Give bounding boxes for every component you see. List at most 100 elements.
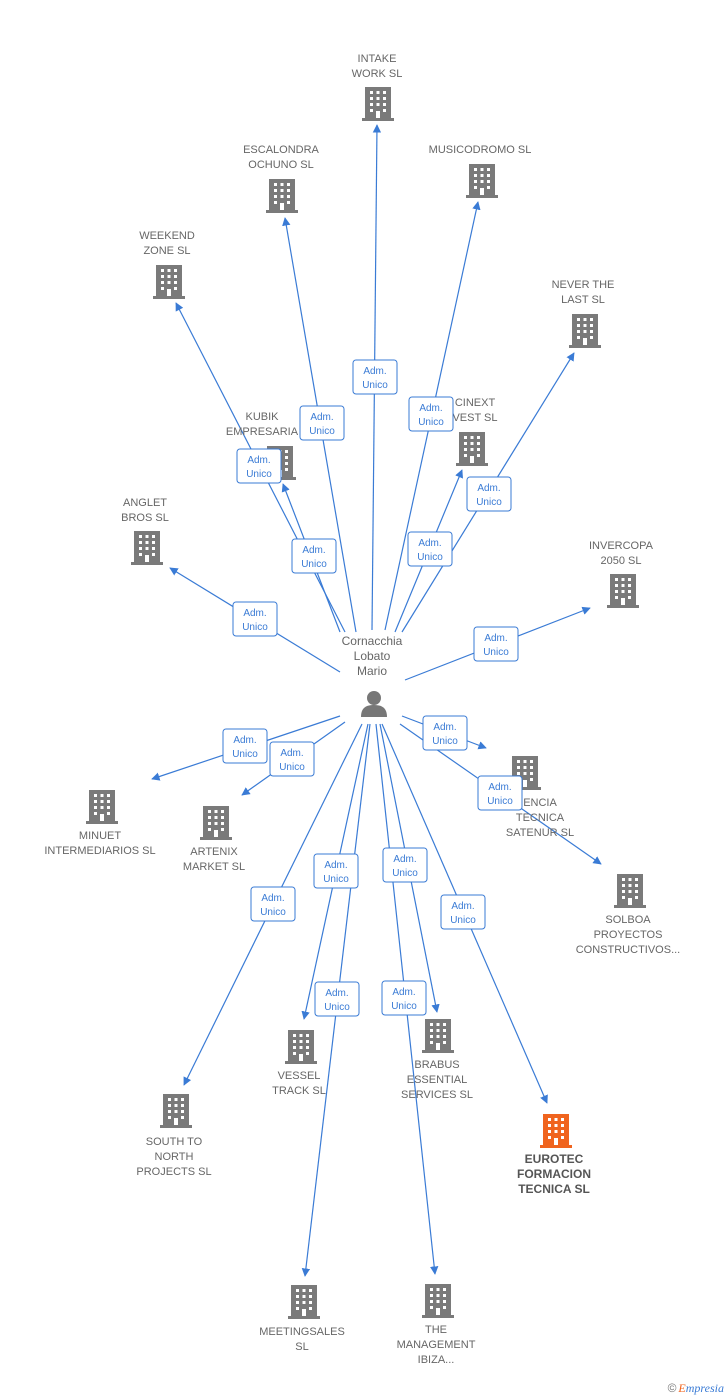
role-label-line2: Unico (232, 749, 258, 760)
role-label-line2: Unico (450, 915, 476, 926)
company-name-line: SOUTH TO (146, 1136, 203, 1148)
company-name-line: MUSICODROMO SL (429, 144, 532, 156)
company-name-line: NEVER THE (552, 279, 615, 291)
brand-letter: E (678, 1381, 686, 1395)
role-label-line2: Unico (279, 762, 305, 773)
role-label-minuet-intermediarios[interactable]: Adm. Unico (222, 728, 268, 764)
role-label-vessel-track[interactable]: Adm. Unico (313, 853, 359, 889)
role-label-line1: Adm. (433, 722, 456, 733)
role-label-anglet-bros[interactable]: Adm. Unico (232, 601, 278, 637)
company-name-line: BROS SL (121, 512, 169, 524)
company-name-line: SATENUR SL (506, 827, 574, 839)
role-label-line1: Adm. (392, 987, 415, 998)
role-label-box (473, 626, 519, 662)
role-label-line1: Adm. (325, 988, 348, 999)
role-label-weekend-zone[interactable]: Adm.Unico (236, 448, 282, 484)
company-name-line: PROYECTOS (594, 929, 663, 941)
person-name-line: Lobato (354, 649, 391, 663)
role-label-intake-work[interactable]: Adm.Unico (352, 359, 398, 395)
role-label-box (440, 894, 486, 930)
role-label-meetingsales[interactable]: Adm.Unico (314, 981, 360, 1017)
role-label-line1: Adm. (324, 860, 347, 871)
role-label-line1: Adm. (419, 403, 442, 414)
company-name-line: OCHUNO SL (248, 159, 313, 171)
company-node-musicodromo[interactable]: MUSICODROMO SL (429, 144, 532, 198)
company-name-line: MARKET SL (183, 861, 245, 873)
role-label-asistencia-tecnica-satenur[interactable]: Adm.Unico (422, 715, 468, 751)
company-name-line: IBIZA... (418, 1354, 455, 1366)
role-label-the-management-ibiza[interactable]: Adm.Unico (381, 980, 427, 1016)
company-node-solboa-proyectos[interactable]: SOLBOAPROYECTOSCONSTRUCTIVOS... (576, 874, 681, 956)
role-label-never-the-last[interactable]: Adm.Unico (466, 476, 512, 512)
role-label-line1: Adm. (477, 483, 500, 494)
company-name-line: SOLBOA (605, 914, 651, 926)
role-label-box (250, 886, 296, 922)
role-label-line1: Adm. (280, 748, 303, 759)
building-icon (540, 1114, 572, 1148)
role-label-line2: Unico (260, 907, 286, 918)
role-label-box (313, 853, 359, 889)
role-label-line2: Unico (242, 622, 268, 633)
role-label-line2: Unico (362, 380, 388, 391)
building-icon (200, 806, 232, 840)
building-icon (288, 1285, 320, 1319)
role-label-box (314, 981, 360, 1017)
role-label-line2: Unico (246, 469, 272, 480)
company-node-the-management-ibiza[interactable]: THEMANAGEMENTIBIZA... (397, 1284, 476, 1366)
role-label-line2: Unico (392, 868, 418, 879)
role-label-escalondra-ochuno[interactable]: Adm.Unico (299, 405, 345, 441)
role-label-line1: Adm. (393, 854, 416, 865)
role-label-south-to-north[interactable]: Adm.Unico (250, 886, 296, 922)
role-label-line2: Unico (323, 874, 349, 885)
role-label-box (466, 476, 512, 512)
role-label-solboa-proyectos[interactable]: Adm.Unico (477, 775, 523, 811)
empresia-brand[interactable]: ©Empresia (668, 1381, 724, 1396)
role-label-box (407, 531, 453, 567)
company-name-line: INTAKE (358, 53, 397, 65)
role-label-cinext-invest[interactable]: Adm. Unico (407, 531, 453, 567)
role-label-line1: Adm. (243, 608, 266, 619)
building-icon (569, 314, 601, 348)
role-label-brabus-essential[interactable]: Adm. Unico (382, 847, 428, 883)
company-name-line: ENCIA (523, 797, 557, 809)
company-name-line: 2050 SL (601, 555, 642, 567)
company-name-line: MEETINGSALES (259, 1326, 345, 1338)
building-icon (266, 179, 298, 213)
company-node-vessel-track[interactable]: VESSEL TRACK SL (272, 1030, 326, 1097)
role-label-artenix-market[interactable]: Adm. Unico (269, 741, 315, 777)
role-label-box (382, 847, 428, 883)
role-label-eurotec-formacion[interactable]: Adm.Unico (440, 894, 486, 930)
company-name-line: ESCALONDRA (243, 144, 319, 156)
role-label-line1: Adm. (233, 735, 256, 746)
role-label-line1: Adm. (310, 412, 333, 423)
role-label-invercopa-2050[interactable]: Adm.Unico (473, 626, 519, 662)
person-icon (361, 691, 387, 717)
company-name-line: PROJECTS SL (136, 1166, 211, 1178)
role-label-line1: Adm. (418, 538, 441, 549)
company-name-line: TRACK SL (272, 1085, 326, 1097)
company-node-escalondra-ochuno[interactable]: ESCALONDRA OCHUNO SL (243, 144, 320, 213)
company-name-line: FORMACION (517, 1167, 591, 1181)
company-name-line: SERVICES SL (401, 1089, 473, 1101)
role-label-box (222, 728, 268, 764)
company-name-line: VESSEL (278, 1070, 321, 1082)
company-name-line: EMPRESARIA (226, 426, 299, 438)
role-label-musicodromo[interactable]: Adm.Unico (408, 396, 454, 432)
role-label-line2: Unico (417, 552, 443, 563)
role-label-kubik-empresarial[interactable]: Adm.Unico (291, 538, 337, 574)
